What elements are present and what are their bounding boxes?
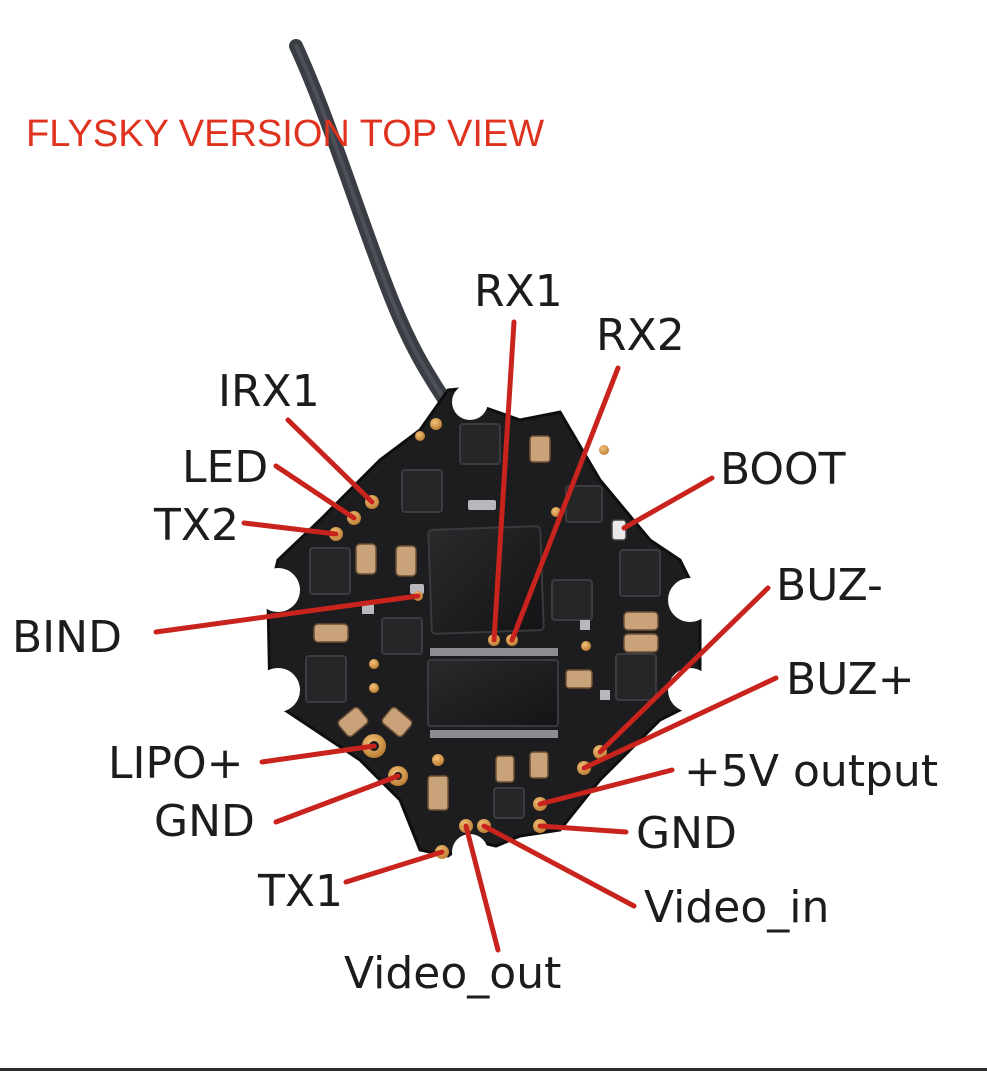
label-tx2: TX2 (153, 500, 239, 551)
leader-lines (153, 319, 779, 953)
label-buz-minus: BUZ- (776, 560, 883, 611)
label-video-out: Video_out (344, 948, 561, 999)
diagram-title: FLYSKY VERSION TOP VIEW (26, 113, 544, 155)
driver-chip (427, 659, 559, 727)
label-bind: BIND (12, 612, 122, 663)
pad-boot (611, 519, 627, 541)
label-boot: BOOT (720, 444, 846, 495)
bottom-divider (0, 1068, 987, 1071)
label-5v-output: +5V output (684, 746, 938, 797)
pin-labels: RX1 RX2 IRX1 LED TX2 BOOT BIND BUZ- BUZ+… (12, 266, 938, 999)
label-gnd-left: GND (154, 796, 255, 847)
label-gnd-right: GND (636, 808, 737, 859)
label-rx2: RX2 (596, 310, 685, 361)
label-tx1: TX1 (257, 866, 343, 917)
label-led: LED (182, 442, 268, 493)
label-rx1: RX1 (474, 266, 563, 317)
label-irx1: IRX1 (218, 366, 320, 417)
label-buz-plus: BUZ+ (786, 654, 915, 705)
label-lipo-plus: LIPO+ (108, 738, 244, 789)
flight-controller-board (256, 384, 712, 870)
label-video-in: Video_in (644, 882, 829, 933)
mcu-chip (427, 525, 545, 635)
